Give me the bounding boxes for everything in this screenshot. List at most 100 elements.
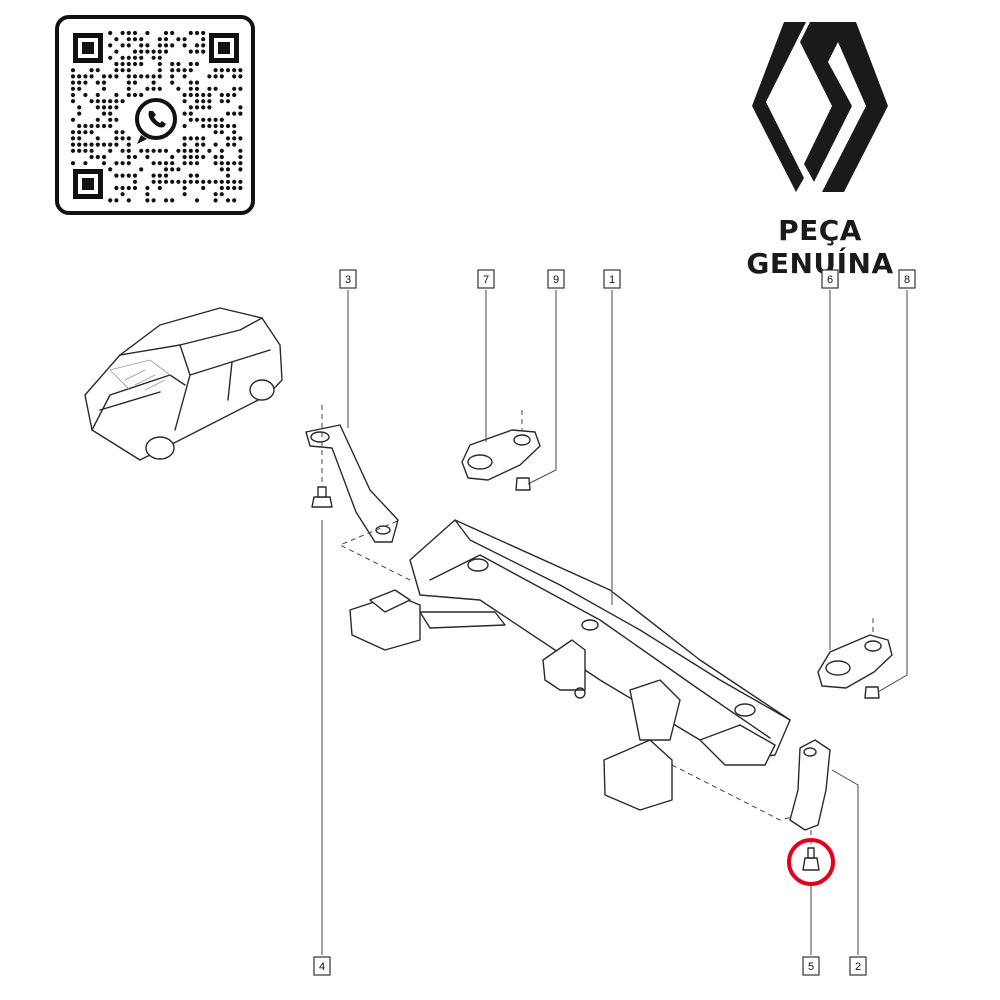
- qr-module: [232, 185, 237, 191]
- qr-module: [126, 80, 131, 85]
- qr-module: [201, 99, 206, 104]
- qr-module: [95, 80, 100, 85]
- qr-module: [207, 117, 212, 122]
- qr-module: [120, 185, 125, 191]
- qr-module: [157, 173, 162, 178]
- qr-module: [126, 148, 131, 153]
- qr-module: [232, 74, 237, 79]
- qr-module: [77, 105, 82, 110]
- qr-module: [114, 198, 119, 203]
- qr-module: [120, 136, 125, 141]
- qr-module: [101, 105, 107, 110]
- qr-module: [176, 68, 181, 73]
- qr-module: [70, 130, 76, 135]
- qr-module: [77, 130, 82, 135]
- qr-module: [77, 136, 82, 141]
- qr-module: [114, 74, 119, 79]
- qr-module: [225, 198, 231, 203]
- qr-module: [157, 37, 162, 42]
- part-1-crossmember: [338, 519, 801, 821]
- qr-module: [213, 198, 218, 203]
- qr-module: [188, 92, 193, 98]
- qr-module: [170, 74, 175, 79]
- qr-module: [114, 136, 119, 141]
- callout-6-label: 6: [827, 274, 833, 286]
- qr-module: [157, 55, 162, 60]
- qr-module: [151, 55, 156, 60]
- qr-module: [120, 30, 125, 36]
- callout-7-label: 7: [483, 274, 489, 286]
- qr-module: [232, 111, 237, 116]
- callout-1-label: 1: [609, 274, 615, 286]
- part-7-mount: [461, 410, 541, 481]
- qr-module: [225, 99, 231, 104]
- qr-module: [108, 148, 113, 153]
- qr-module: [213, 179, 218, 184]
- qr-module: [139, 167, 144, 172]
- qr-module: [95, 123, 100, 129]
- qr-module: [114, 99, 119, 104]
- qr-module: [170, 30, 175, 36]
- qr-module: [194, 86, 200, 91]
- qr-module: [70, 136, 76, 141]
- qr-module: [194, 80, 200, 85]
- qr-module: [219, 99, 224, 104]
- qr-module: [219, 68, 224, 73]
- qr-module: [182, 111, 187, 116]
- qr-module: [213, 154, 218, 160]
- car-thumbnail: [84, 307, 283, 461]
- qr-module: [213, 117, 218, 122]
- qr-module: [201, 49, 206, 54]
- qr-module: [126, 55, 131, 60]
- qr-module: [238, 74, 243, 79]
- qr-module: [163, 49, 169, 54]
- qr-module: [132, 154, 138, 160]
- qr-module: [188, 161, 193, 166]
- qr-module: [225, 167, 231, 172]
- qr-module: [176, 61, 181, 67]
- qr-module: [207, 105, 212, 110]
- qr-module: [194, 117, 200, 122]
- qr-module: [132, 37, 138, 42]
- qr-finder-top-right: [209, 33, 239, 63]
- qr-module: [145, 154, 150, 160]
- qr-module: [238, 105, 243, 110]
- qr-module: [157, 185, 162, 191]
- qr-module: [120, 192, 125, 197]
- qr-module: [194, 142, 200, 147]
- qr-module: [163, 30, 169, 36]
- qr-module: [126, 74, 131, 79]
- qr-module: [176, 37, 181, 42]
- qr-module: [182, 136, 187, 141]
- qr-module: [238, 86, 243, 91]
- qr-module: [225, 136, 231, 141]
- qr-module: [176, 167, 181, 172]
- callout-5: 5: [802, 956, 820, 976]
- qr-module: [182, 179, 187, 184]
- callout-3-label: 3: [345, 274, 351, 286]
- qr-module: [77, 86, 82, 91]
- qr-module: [108, 142, 113, 147]
- qr-module: [83, 142, 88, 147]
- qr-module: [151, 161, 156, 166]
- qr-module: [232, 198, 237, 203]
- qr-module: [170, 167, 175, 172]
- qr-module: [170, 154, 175, 160]
- callout-9-label: 9: [553, 274, 559, 286]
- qr-module: [225, 173, 231, 178]
- callout-3: 3: [339, 269, 357, 289]
- qr-module: [163, 167, 169, 172]
- qr-module: [114, 92, 119, 98]
- qr-module: [120, 130, 125, 135]
- callout-4: 4: [313, 956, 331, 976]
- qr-module: [188, 80, 193, 85]
- qr-module: [182, 161, 187, 166]
- qr-module: [151, 86, 156, 91]
- qr-module: [77, 74, 82, 79]
- qr-module: [207, 92, 212, 98]
- qr-module: [126, 43, 131, 48]
- qr-module: [225, 68, 231, 73]
- qr-module: [89, 68, 94, 73]
- qr-module: [95, 105, 100, 110]
